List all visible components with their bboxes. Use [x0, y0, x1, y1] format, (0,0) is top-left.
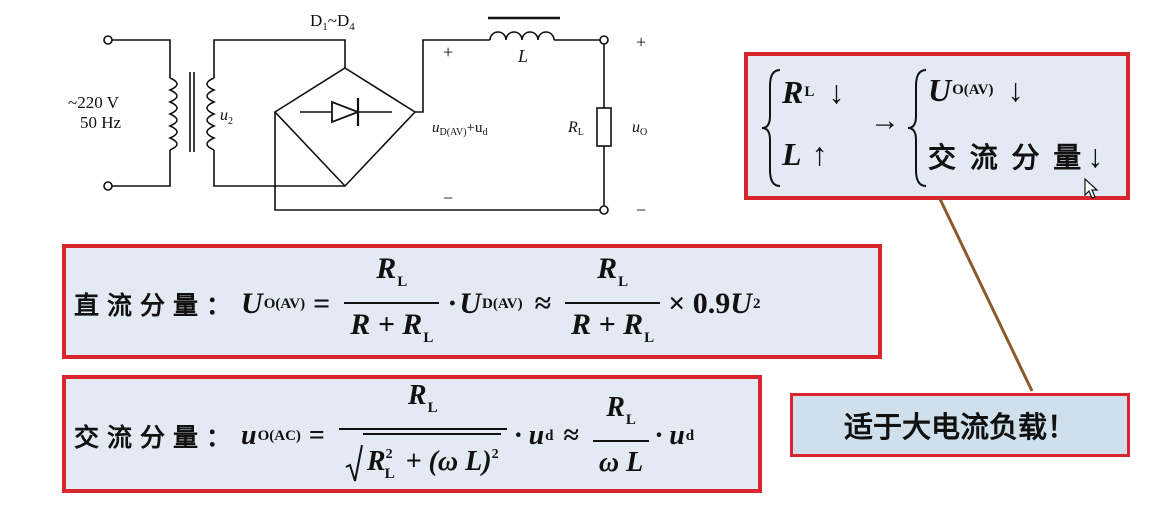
rl-label: RL	[567, 119, 584, 138]
dc-fraction-1: RL R + RL	[344, 252, 440, 356]
primary-terminal-bottom	[103, 181, 113, 191]
source-voltage-label: ~220 V	[68, 93, 120, 112]
ud-label: uD(AV)+ud	[432, 120, 488, 138]
implies-arrow-icon: →	[870, 104, 900, 137]
ac-decrease-row: 交 流 分 量 ↓	[928, 137, 1104, 175]
up-arrow-icon: ↑	[811, 136, 828, 172]
bridge-rectifier	[273, 67, 417, 188]
bridge-rectifier-inductor-filter-circuit: D1~D4 ~220 V 50 Hz u2 + − L uD(AV)+ud RL…	[68, 11, 647, 220]
right-brace-icon	[907, 69, 927, 187]
mouse-cursor-icon	[1084, 178, 1099, 199]
pointer-line	[938, 198, 1034, 392]
l-increase-row: L ↑	[782, 136, 828, 172]
ac-label: 交流分量：	[74, 423, 240, 452]
minus-left: −	[443, 188, 453, 208]
transformer-primary-coil	[167, 77, 178, 151]
down-arrow-icon: ↓	[828, 74, 845, 110]
source-frequency-label: 50 Hz	[80, 113, 122, 132]
left-brace-icon	[761, 69, 781, 187]
down-arrow-icon: ↓	[1007, 72, 1024, 108]
down-arrow-icon: ↓	[1087, 137, 1104, 174]
plus-right: +	[636, 32, 646, 52]
transformer-secondary-coil	[206, 77, 217, 151]
diode-icon	[331, 100, 361, 124]
note-text: 适于大电流负载！	[843, 410, 1076, 444]
dc-fraction-2: RL R + RL	[565, 252, 661, 356]
ac-fraction-1: RL R2L + (ω L)2	[338, 379, 507, 493]
output-terminal-top	[599, 35, 609, 45]
output-terminal-bottom	[599, 205, 609, 215]
primary-terminal-top	[103, 35, 113, 45]
plus-left: +	[443, 42, 453, 62]
diode-label: D1~D4	[310, 11, 355, 33]
inductor-L	[489, 31, 555, 41]
radical-sign-icon	[345, 444, 363, 482]
ac-fraction-2: RL ω L	[592, 391, 650, 481]
square-root: R2L + (ω L)2	[345, 433, 501, 492]
uo-label: uO	[632, 119, 647, 138]
inductor-label: L	[517, 46, 528, 66]
dc-label: 直流分量：	[74, 291, 240, 320]
minus-right: −	[636, 200, 646, 220]
load-resistor-RL	[596, 107, 612, 147]
u2-label: u2	[220, 107, 233, 127]
note-box: 适于大电流负载！	[790, 393, 1130, 457]
